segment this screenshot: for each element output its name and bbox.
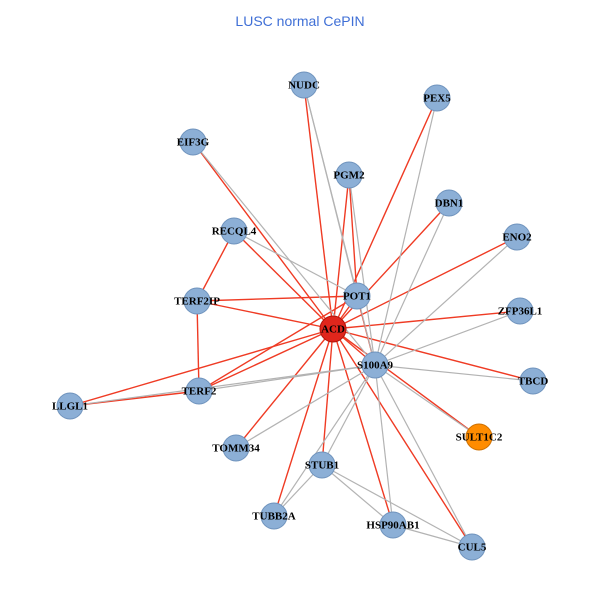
edge-S100A9-STUB1: [321, 364, 376, 466]
edge-ACD-ENO2: [332, 236, 518, 330]
edge-ACD-TOMM34: [235, 328, 334, 449]
node-ENO2: [503, 223, 531, 251]
edge-S100A9-CUL5: [374, 364, 473, 548]
edge-ACD-TERF2IP: [196, 300, 334, 330]
node-ZFP36L1: [506, 297, 534, 325]
node-DBN1: [435, 189, 463, 217]
edge-POT1-TERF2: [198, 295, 358, 392]
edge-S100A9-PGM2: [348, 174, 376, 366]
edge-ACD-TBCD: [332, 328, 534, 382]
edge-S100A9-LLGL1: [69, 364, 376, 407]
node-TBCD: [519, 367, 547, 395]
node-TUBB2A: [260, 502, 288, 530]
nodes-layer: [56, 71, 547, 561]
edge-S100A9-TOMM34: [235, 364, 376, 449]
node-PEX5: [423, 84, 451, 112]
node-NUDC: [290, 71, 318, 99]
edge-S100A9-TUBB2A: [273, 364, 376, 517]
edge-RECQL4-POT1: [233, 230, 358, 297]
edge-S100A9-ZFP36L1: [374, 310, 521, 366]
edge-ACD-PGM2: [332, 174, 350, 330]
edges-layer: [69, 84, 534, 548]
node-RECQL4: [220, 217, 248, 245]
edge-ACD-LLGL1: [69, 328, 334, 407]
edge-STUB1-CUL5: [321, 464, 473, 548]
node-POT1: [343, 282, 371, 310]
node-SULT1C2: [465, 423, 493, 451]
node-STUB1: [308, 451, 336, 479]
edge-POT1-NUDC: [303, 84, 358, 297]
edge-ACD-TUBB2A: [273, 328, 334, 517]
node-TERF2IP: [183, 287, 211, 315]
edge-ACD-TERF2: [198, 328, 334, 392]
edge-ACD-HSP90AB1: [332, 328, 394, 526]
node-LLGL1: [56, 392, 84, 420]
edge-ACD-CUL5: [332, 328, 473, 548]
edge-ACD-RECQL4: [233, 230, 334, 330]
node-S100A9: [361, 351, 389, 379]
node-PGM2: [335, 161, 363, 189]
edge-S100A9-DBN1: [374, 202, 450, 366]
edge-ACD-NUDC: [303, 84, 334, 330]
edge-S100A9-ENO2: [374, 236, 518, 366]
edge-HSP90AB1-CUL5: [392, 524, 473, 548]
node-CUL5: [458, 533, 486, 561]
edge-S100A9-HSP90AB1: [374, 364, 394, 526]
edge-ACD-STUB1: [321, 328, 334, 466]
node-TERF2: [185, 377, 213, 405]
edge-POT1-TERF2IP: [196, 295, 358, 302]
chart-title: LUSC normal CePIN: [235, 13, 364, 29]
node-EIF3G: [179, 128, 207, 156]
edge-POT1-PGM2: [348, 174, 358, 297]
edge-S100A9-SULT1C2: [374, 364, 480, 438]
edge-STUB1-HSP90AB1: [321, 464, 394, 526]
edge-S100A9-PEX5: [374, 97, 438, 366]
node-TOMM34: [222, 434, 250, 462]
edge-S100A9-TBCD: [374, 364, 534, 382]
node-HSP90AB1: [379, 511, 407, 539]
edge-ACD-SULT1C2: [332, 328, 480, 438]
edge-TERF2-TERF2IP: [196, 300, 200, 392]
labels-layer: NUDCPEX5EIF3GPGM2DBN1ENO2RECQL4POT1ZFP36…: [52, 80, 548, 554]
node-ACD: [319, 315, 347, 343]
